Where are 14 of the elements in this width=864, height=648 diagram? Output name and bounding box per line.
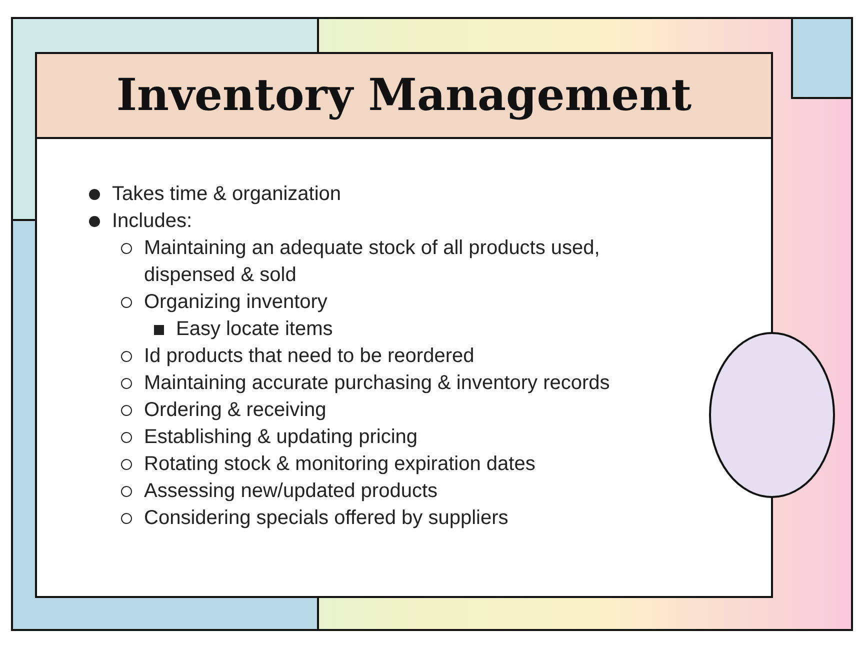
bullet-text: Organizing inventory — [144, 290, 328, 315]
bullet-text: Ordering & receiving — [144, 398, 328, 423]
bullet-text: Takes time & organization — [112, 182, 342, 207]
bullet-text: Id products that need to be reordered — [144, 344, 476, 369]
bullet-text: Rotating stock & monitoring expiration dates — [144, 452, 536, 477]
bullet-text: Establishing & updating pricing — [144, 425, 419, 450]
bullet-text: Maintaining an adequate stock of all products used, dispensed & sold — [144, 236, 601, 288]
bullet-text: Includes: — [112, 209, 194, 234]
content-panel — [35, 137, 773, 598]
bullet-text: Easy locate items — [176, 317, 334, 342]
slide-title: Inventory Management — [35, 52, 773, 139]
bullet-text: Assessing new/updated products — [144, 479, 439, 504]
bullet-text: Maintaining accurate purchasing & inventory records — [144, 371, 611, 396]
bullet-text: Considering specials offered by suppliers — [144, 506, 510, 531]
